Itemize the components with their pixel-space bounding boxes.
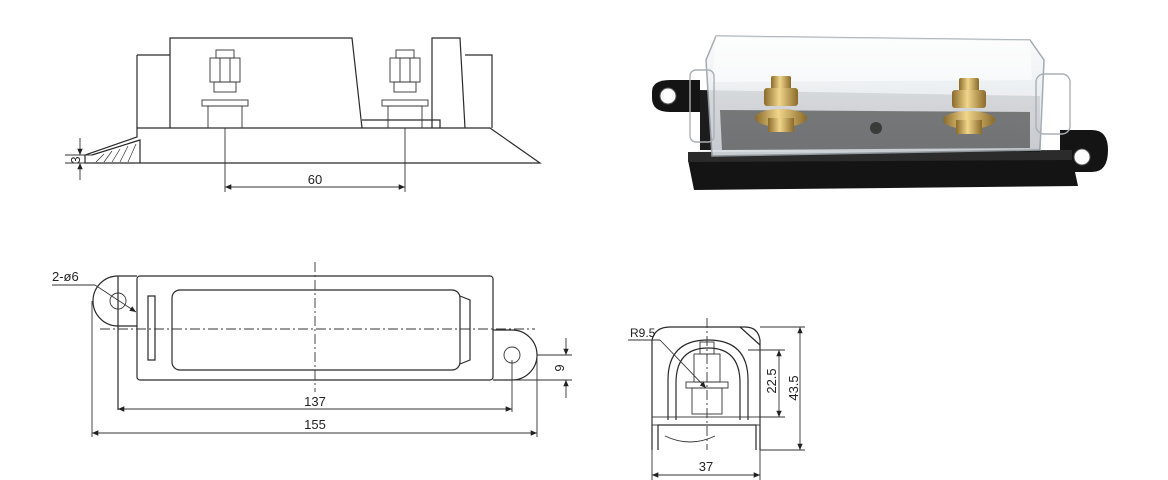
end-view: R9.5 22.5 43.5 37 bbox=[628, 318, 805, 480]
clear-cover bbox=[689, 35, 1071, 157]
dim-r9-5-label: R9.5 bbox=[630, 326, 656, 340]
dim-60-label: 60 bbox=[308, 172, 322, 187]
dim-3-label: 3 bbox=[68, 156, 83, 163]
right-brass-stud bbox=[943, 78, 995, 134]
dim-holes-label: 2-ø6 bbox=[52, 269, 79, 284]
dim-43-5-label: 43.5 bbox=[786, 375, 801, 400]
hatched-tab bbox=[95, 143, 137, 163]
side-view: 60 3 bbox=[65, 37, 542, 192]
dim-137-label: 137 bbox=[304, 394, 326, 409]
left-stud bbox=[201, 49, 249, 129]
product-illustration bbox=[652, 35, 1108, 190]
dim-9-label: 9 bbox=[552, 364, 567, 371]
dim-22-5-label: 22.5 bbox=[764, 368, 779, 393]
dim-37-label: 37 bbox=[699, 459, 713, 474]
right-stud bbox=[381, 49, 429, 129]
left-brass-stud bbox=[755, 76, 807, 132]
top-view: 2-ø6 137 155 9 bbox=[52, 262, 572, 437]
dim-155-label: 155 bbox=[304, 417, 326, 432]
